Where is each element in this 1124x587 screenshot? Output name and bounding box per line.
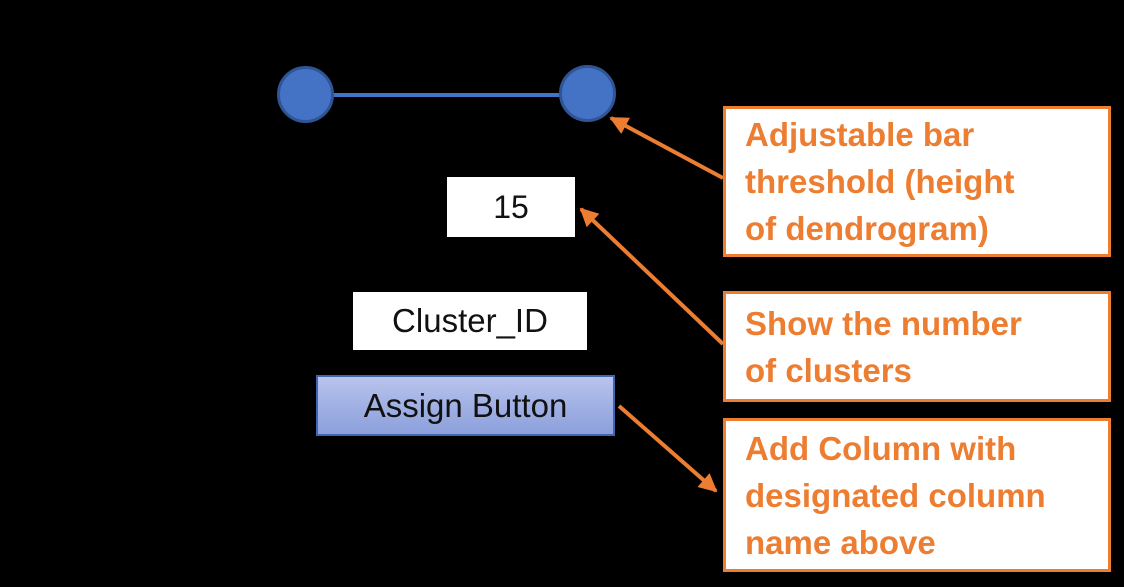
- arrow-to-slider-handle-icon: [609, 116, 724, 180]
- column-name-field[interactable]: Cluster_ID: [353, 292, 587, 350]
- annotation-show-cluster-count: Show the number of clusters: [723, 291, 1111, 402]
- assign-button-label: Assign Button: [363, 386, 568, 424]
- annotation-adjustable-threshold-text: Adjustable bar threshold (height of dend…: [745, 116, 1015, 247]
- slider-handle-right[interactable]: [559, 65, 616, 122]
- cluster-count-display: 15: [447, 177, 575, 237]
- annotation-adjustable-threshold: Adjustable bar threshold (height of dend…: [723, 106, 1111, 257]
- slider-handle-left[interactable]: [277, 66, 334, 123]
- annotation-show-cluster-count-text: Show the number of clusters: [745, 304, 1022, 389]
- annotation-add-column-text: Add Column with designated column name a…: [745, 429, 1046, 561]
- assign-button[interactable]: Assign Button: [316, 375, 615, 436]
- column-name-value: Cluster_ID: [392, 302, 548, 339]
- cluster-count-value: 15: [493, 188, 529, 225]
- annotation-add-column: Add Column with designated column name a…: [723, 418, 1111, 572]
- arrow-to-cluster-count-icon: [579, 207, 725, 346]
- arrow-to-assign-button-icon: [617, 404, 718, 493]
